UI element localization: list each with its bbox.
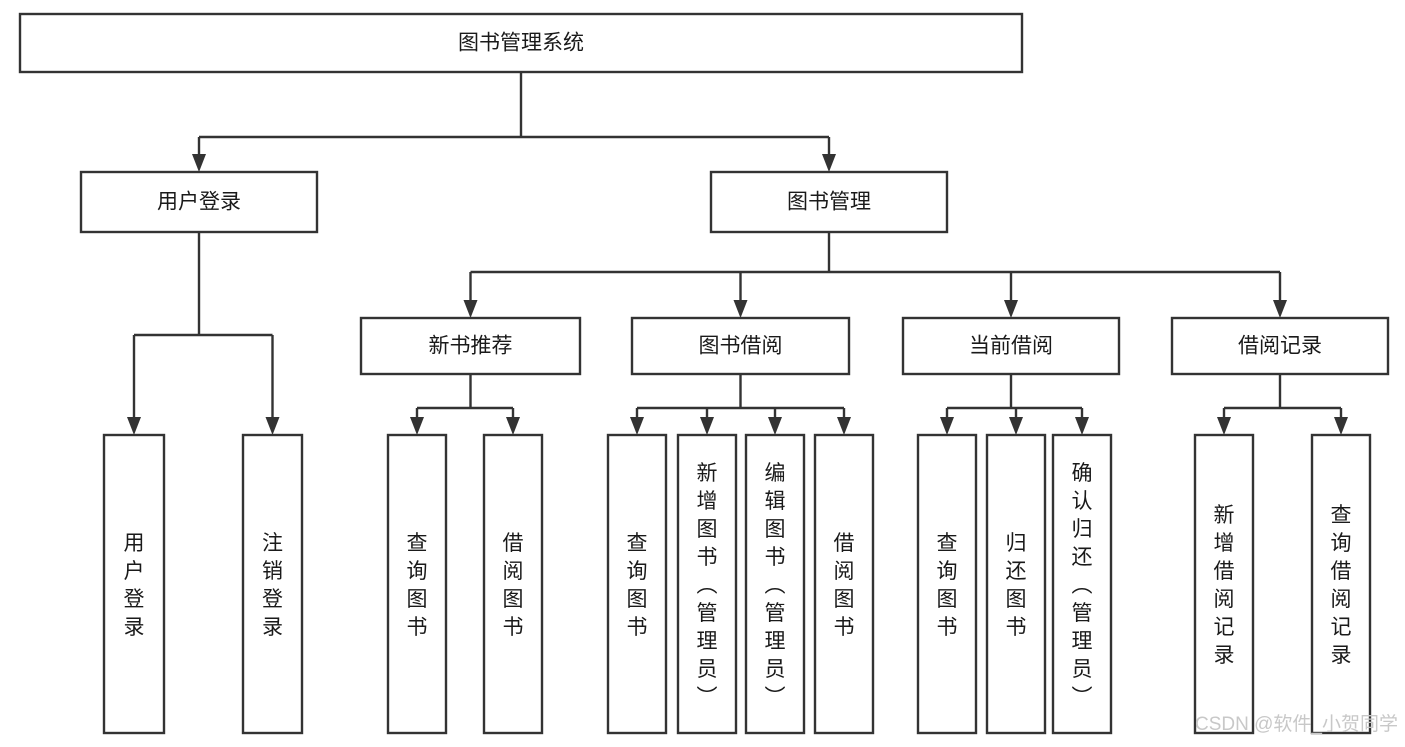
- arrow-head-icon: [700, 417, 714, 435]
- node-leaf-add-book[interactable]: 新增图书︵管理员︶: [676, 433, 738, 735]
- node-box-leaf-user-logout: [241, 433, 304, 735]
- node-leaf-confirm-return[interactable]: 确认归还︵管理员︶: [1051, 433, 1113, 735]
- arrow-head-icon: [1217, 417, 1231, 435]
- node-book-borrow[interactable]: 图书借阅: [630, 316, 851, 376]
- node-box-book-borrow: [630, 316, 851, 376]
- node-box-leaf-query-record: [1310, 433, 1372, 735]
- arrow-head-icon: [192, 154, 206, 172]
- node-box-leaf-confirm-return: [1051, 433, 1113, 735]
- node-label-leaf-query-book-1: 查询图书: [407, 532, 428, 639]
- arrow-head-icon: [463, 300, 478, 318]
- node-box-user-login: [79, 170, 319, 234]
- node-leaf-add-record[interactable]: 新增借阅记录: [1193, 433, 1255, 735]
- connectors-layer: [127, 72, 1348, 435]
- node-box-leaf-return-book: [985, 433, 1047, 735]
- node-box-book-manage: [709, 170, 949, 234]
- node-book-manage[interactable]: 图书管理: [709, 170, 949, 234]
- node-label-leaf-borrow-book-1: 借阅图书: [503, 532, 524, 639]
- node-leaf-query-book-3[interactable]: 查询图书: [916, 433, 978, 735]
- csdn-watermark: CSDN @软件_小贺同学: [1195, 713, 1398, 735]
- node-leaf-query-record[interactable]: 查询借阅记录: [1310, 433, 1372, 735]
- node-box-leaf-add-book: [676, 433, 738, 735]
- node-new-book-recommend[interactable]: 新书推荐: [359, 316, 582, 376]
- node-label-book-manage: 图书管理: [787, 191, 871, 214]
- node-label-leaf-add-record: 新增借阅记录: [1214, 504, 1235, 667]
- node-label-user-login: 用户登录: [157, 191, 241, 214]
- node-box-root: [18, 12, 1024, 74]
- node-label-leaf-borrow-book-2: 借阅图书: [834, 532, 855, 639]
- node-box-leaf-borrow-book-2: [813, 433, 875, 735]
- node-label-leaf-edit-book: 编辑图书︵管理员︶: [765, 462, 786, 709]
- node-label-root: 图书管理系统: [458, 32, 584, 55]
- arrow-head-icon: [265, 417, 280, 435]
- arrow-head-icon: [1273, 300, 1287, 318]
- arrow-head-icon: [630, 417, 644, 435]
- node-box-leaf-edit-book: [744, 433, 806, 735]
- nodes-layer: 图书管理系统用户登录图书管理新书推荐图书借阅当前借阅借阅记录用户登录注销登录查询…: [18, 12, 1390, 735]
- node-label-leaf-add-book: 新增图书︵管理员︶: [697, 462, 718, 709]
- arrow-head-icon: [410, 417, 424, 435]
- arrow-head-icon: [506, 417, 520, 435]
- node-label-leaf-query-book-3: 查询图书: [937, 532, 958, 639]
- node-box-leaf-user-login: [102, 433, 166, 735]
- node-label-book-borrow: 图书借阅: [699, 335, 783, 358]
- node-borrow-record[interactable]: 借阅记录: [1170, 316, 1390, 376]
- node-label-leaf-user-logout: 注销登录: [262, 532, 283, 639]
- arrow-head-icon: [1004, 300, 1018, 318]
- node-label-leaf-query-record: 查询借阅记录: [1331, 504, 1352, 667]
- arrow-head-icon: [940, 417, 954, 435]
- arrow-head-icon: [1009, 417, 1023, 435]
- node-leaf-edit-book[interactable]: 编辑图书︵管理员︶: [744, 433, 806, 735]
- arrow-head-icon: [1075, 417, 1089, 435]
- node-label-leaf-return-book: 归还图书: [1006, 532, 1027, 639]
- node-leaf-query-book-1[interactable]: 查询图书: [386, 433, 448, 735]
- node-label-leaf-user-login: 用户登录: [124, 532, 145, 639]
- node-label-leaf-query-book-2: 查询图书: [627, 532, 648, 639]
- node-root[interactable]: 图书管理系统: [18, 12, 1024, 74]
- node-box-leaf-query-book-1: [386, 433, 448, 735]
- node-leaf-return-book[interactable]: 归还图书: [985, 433, 1047, 735]
- arrow-head-icon: [768, 417, 782, 435]
- node-label-new-book-recommend: 新书推荐: [429, 335, 513, 358]
- node-label-borrow-record: 借阅记录: [1238, 335, 1322, 358]
- arrow-head-icon: [1334, 417, 1348, 435]
- node-leaf-borrow-book-1[interactable]: 借阅图书: [482, 433, 544, 735]
- node-leaf-user-logout[interactable]: 注销登录: [241, 433, 304, 735]
- node-label-current-borrow: 当前借阅: [969, 335, 1053, 358]
- node-leaf-user-login[interactable]: 用户登录: [102, 433, 166, 735]
- node-leaf-query-book-2[interactable]: 查询图书: [606, 433, 668, 735]
- node-box-leaf-borrow-book-1: [482, 433, 544, 735]
- node-box-current-borrow: [901, 316, 1121, 376]
- arrow-head-icon: [837, 417, 851, 435]
- node-user-login[interactable]: 用户登录: [79, 170, 319, 234]
- arrow-head-icon: [733, 300, 748, 318]
- node-label-leaf-confirm-return: 确认归还︵管理员︶: [1072, 462, 1093, 709]
- node-box-leaf-query-book-3: [916, 433, 978, 735]
- node-box-leaf-add-record: [1193, 433, 1255, 735]
- arrow-head-icon: [127, 417, 141, 435]
- node-leaf-borrow-book-2[interactable]: 借阅图书: [813, 433, 875, 735]
- arrow-head-icon: [822, 154, 836, 172]
- node-current-borrow[interactable]: 当前借阅: [901, 316, 1121, 376]
- node-box-borrow-record: [1170, 316, 1390, 376]
- node-box-leaf-query-book-2: [606, 433, 668, 735]
- node-box-new-book-recommend: [359, 316, 582, 376]
